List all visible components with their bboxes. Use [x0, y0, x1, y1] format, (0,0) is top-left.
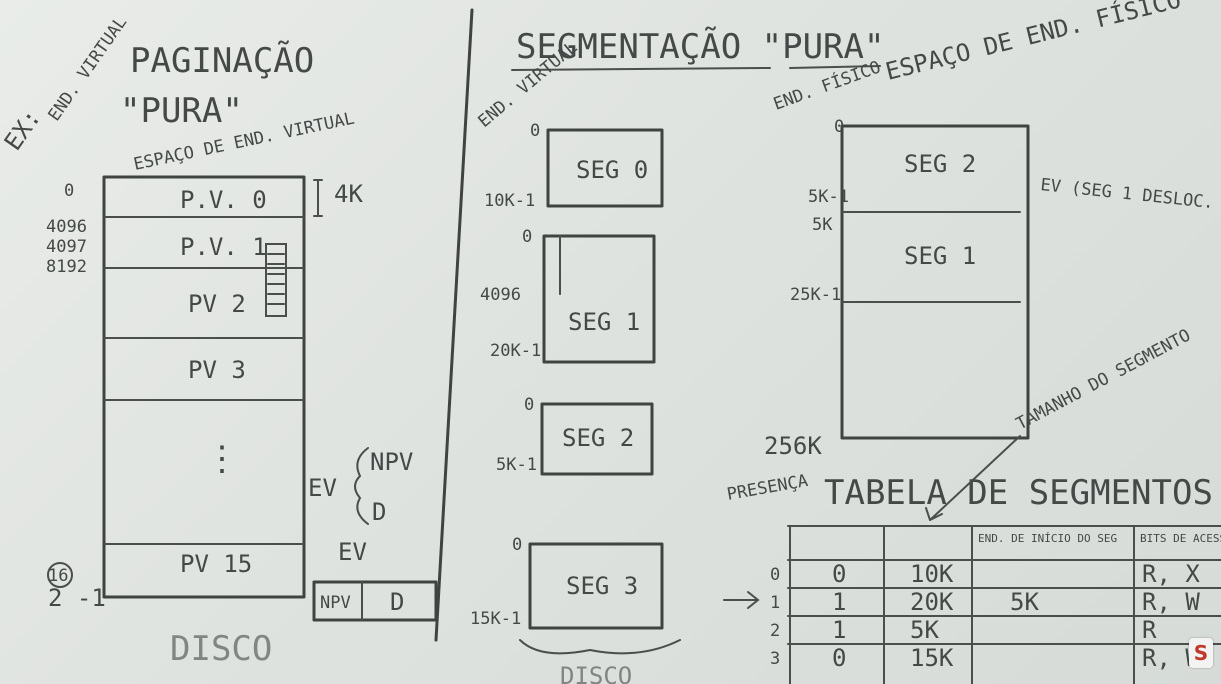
seg-row-presence: 0: [832, 560, 846, 588]
paging-npv-upper: NPV: [370, 448, 413, 476]
seg-row-size: 5K: [910, 616, 939, 644]
page-size-bracket: [313, 179, 323, 217]
seg-table-title: TABELA DE SEGMENTOS: [824, 473, 1213, 513]
seg-table-size-annotation: TAMANHO DO SEGMENTO: [1013, 325, 1194, 434]
seg3-end: 15K-1: [470, 609, 521, 629]
page-label-2: PV 2: [188, 290, 246, 318]
paging-disk-label: DISCO: [170, 629, 272, 669]
paging-last-addr: 2 -1: [48, 584, 106, 612]
table-arrow: [723, 591, 760, 609]
seg-table-header-start: END. DE INÍCIO DO SEG: [978, 532, 1117, 545]
seg3-start: 0: [512, 535, 522, 555]
ev-format-box: [312, 580, 438, 622]
phys-zero: 0: [834, 117, 844, 137]
phys-addr-5k: 5K: [812, 215, 833, 235]
seg-row-size: 10K: [910, 560, 954, 588]
divider-line-left: [434, 8, 474, 642]
page-label-1: P.V. 1: [180, 233, 267, 261]
page-offset-ticks: [265, 243, 287, 317]
paging-addr-4096: 4096: [46, 217, 87, 237]
seg-row-access: R: [1142, 616, 1157, 644]
physical-memory-box: [840, 124, 1030, 440]
seg1-start: 0: [522, 227, 532, 247]
paging-title-line1: PAGINAÇÃO: [130, 41, 314, 81]
paging-power: 16: [48, 566, 68, 586]
seg0-start: 0: [530, 121, 540, 141]
seg1-end: 20K-1: [490, 341, 541, 361]
seg-row-access: R, W: [1142, 588, 1200, 616]
seg-disk-brace: [519, 639, 681, 655]
seg1-mid: 4096: [480, 285, 521, 305]
page-label-ellipsis: ⋮: [205, 439, 239, 479]
phys-note: EV (SEG 1 DESLOC. dentro dele 4K): [1039, 175, 1221, 230]
seg1-box: [542, 234, 656, 364]
paging-zero: 0: [64, 181, 74, 201]
seg-table-header-access: BITS DE ACESSO: [1140, 532, 1221, 545]
phys-block-seg1: SEG 1: [904, 242, 976, 270]
paging-ev-label-2: EV: [338, 538, 367, 566]
seg-row-access: R, X: [1142, 560, 1200, 588]
page-label-3: PV 3: [188, 356, 246, 384]
ev-brace: [354, 447, 369, 525]
seg3-name: SEG 3: [566, 572, 638, 600]
size-arrow: [925, 435, 1021, 521]
seg-row-size: 20K: [910, 588, 954, 616]
seg2-box: [540, 402, 654, 476]
paging-ev-label: EV: [308, 474, 337, 502]
seg-row-index: 3: [770, 649, 780, 669]
phys-block-seg2: SEG 2: [904, 150, 976, 178]
seg-row-index: 2: [770, 621, 780, 641]
seg-table-presence-label: PRESENÇA: [725, 471, 809, 505]
paging-end-virtual-label: END. VIRTUAL: [44, 13, 131, 125]
paging-title-line2: "PURA": [120, 91, 243, 131]
page-label-15: PV 15: [180, 550, 252, 578]
seg-row-index: 0: [770, 565, 780, 585]
physical-section: END. FÍSICO ESPAÇO DE END. FÍSICO 0 SEG …: [764, 0, 1221, 460]
phys-addr-256k: 256K: [764, 432, 822, 460]
seg-row-size: 15K: [910, 644, 954, 672]
seg-row-presence: 1: [832, 616, 846, 644]
ev-format-d: D: [390, 588, 404, 616]
seg0-box: [546, 128, 664, 208]
paging-addr-4097: 4097: [46, 237, 87, 257]
seg1-name: SEG 1: [568, 308, 640, 336]
seg-row-presence: 0: [832, 644, 846, 672]
page-size-label: 4K: [334, 180, 363, 208]
phys-addr-25k1: 25K-1: [790, 285, 841, 305]
seg-disk-label: DISCO: [560, 662, 632, 684]
phys-addr-5k1: 5K-1: [808, 187, 849, 207]
segmentation-title: SEGMENTAÇÃO "PURA": [516, 27, 884, 67]
paging-addr-8192: 8192: [46, 257, 87, 277]
virtual-space-box: [102, 175, 306, 599]
seg-row-presence: 1: [832, 588, 846, 616]
seg2-end: 5K-1: [496, 455, 537, 475]
seg-row-index: 1: [770, 593, 780, 613]
channel-logo-icon: S: [1189, 638, 1213, 668]
paging-d-upper: D: [372, 498, 386, 526]
ev-format-npv: NPV: [320, 593, 351, 613]
seg2-name: SEG 2: [562, 424, 634, 452]
seg0-name: SEG 0: [576, 156, 648, 184]
seg0-end: 10K-1: [484, 191, 535, 211]
segmentation-section: SEGMENTAÇÃO "PURA" END. VIRTUAL SEG 0 0 …: [470, 27, 884, 684]
seg-row-start: 5K: [1010, 588, 1039, 616]
segment-table-section: TABELA DE SEGMENTOS PRESENÇA TAMANHO DO …: [723, 325, 1221, 684]
paging-ex-label: EX:: [0, 104, 47, 156]
power-circle: [47, 562, 73, 588]
phys-space-label: ESPAÇO DE END. FÍSICO: [882, 0, 1183, 86]
paging-section: PAGINAÇÃO "PURA" EX: END. VIRTUAL ESPAÇO…: [0, 13, 438, 669]
page-label-0: P.V. 0: [180, 186, 267, 214]
seg3-box: [528, 542, 664, 630]
seg2-start: 0: [524, 395, 534, 415]
